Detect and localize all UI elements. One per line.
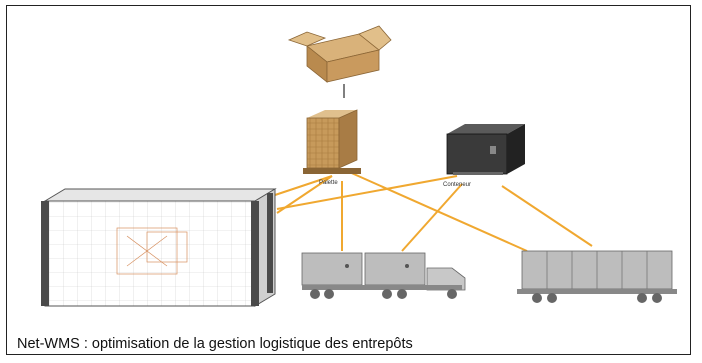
- link-container-railcar: [501, 185, 593, 247]
- figure-frame: Palette Conteneur: [6, 5, 691, 355]
- figure-caption: Net-WMS : optimisation de la gestion log…: [17, 336, 413, 352]
- link-container-truck: [401, 183, 463, 252]
- connection-lines: [256, 170, 593, 252]
- truck-icon: [301, 252, 466, 299]
- logistics-diagram: Palette Conteneur: [41, 25, 677, 307]
- container-icon: Conteneur: [443, 124, 525, 188]
- warehouse-icon: [41, 188, 277, 307]
- open-box-icon: [287, 25, 392, 98]
- pallet-label: Palette: [319, 180, 338, 186]
- link-container-warehouse: [276, 175, 458, 210]
- container-label: Conteneur: [443, 182, 471, 188]
- pallet-boxes-icon: Palette: [303, 109, 361, 186]
- railcar-icon: [517, 250, 677, 303]
